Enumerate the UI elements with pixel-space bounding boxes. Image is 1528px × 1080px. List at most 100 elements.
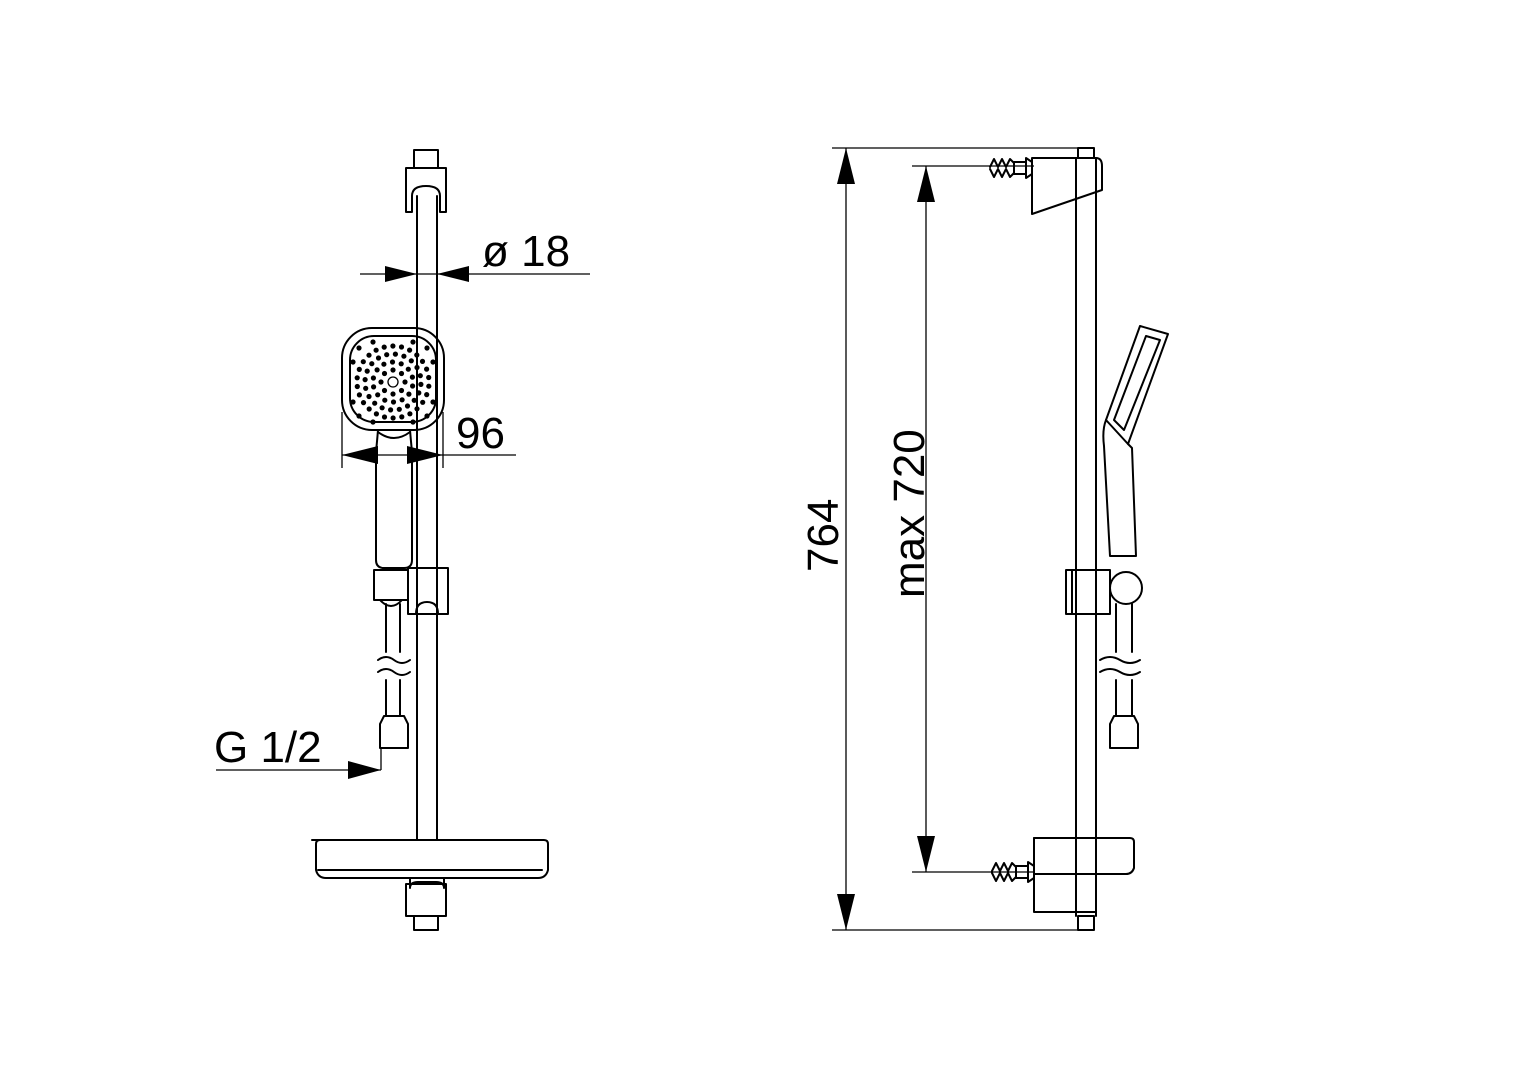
nozzle (410, 383, 416, 389)
front-hose (377, 603, 411, 749)
nozzle (381, 387, 388, 394)
side-top-bracket (1031, 157, 1103, 215)
nozzle (399, 397, 405, 403)
nozzle (370, 375, 376, 381)
nozzle (390, 391, 396, 397)
label-bar-diameter: ø 18 (482, 227, 570, 276)
nozzle (388, 407, 394, 413)
label-shower-width: 96 (456, 409, 505, 458)
label-max-adjustment: max 720 (885, 429, 934, 598)
side-slide-bar (1075, 157, 1097, 917)
nozzle (350, 399, 356, 405)
nozzle (401, 353, 407, 359)
nozzle (426, 383, 432, 389)
nozzle (414, 352, 420, 358)
nozzle (350, 359, 356, 365)
nozzle (405, 366, 411, 372)
nozzle (409, 374, 415, 380)
nozzle (424, 366, 430, 372)
nozzle (381, 414, 388, 420)
nozzle (390, 367, 396, 373)
nozzle (398, 361, 404, 367)
dim-shower-width: 96 (341, 409, 516, 468)
nozzle (378, 379, 384, 385)
dim-max-adjustment: max 720 (885, 165, 1034, 873)
nozzle (366, 393, 372, 400)
nozzle (360, 359, 366, 365)
front-hose-nut (379, 715, 409, 749)
nozzle (407, 347, 413, 353)
nozzle (398, 370, 405, 377)
nozzle (381, 344, 387, 350)
nozzle (407, 411, 413, 417)
nozzle (375, 392, 381, 398)
nozzle (399, 414, 405, 420)
nozzle (373, 411, 379, 417)
front-hand-shower (341, 327, 445, 569)
side-top-cap (1077, 147, 1095, 159)
nozzle (408, 358, 414, 364)
nozzle (424, 345, 430, 351)
nozzle (356, 392, 362, 398)
side-view: 764 max 720 (799, 147, 1169, 931)
nozzle (414, 364, 420, 371)
nozzle (410, 339, 416, 345)
nozzle (406, 391, 412, 397)
nozzle (384, 352, 390, 358)
nozzle (372, 400, 378, 406)
nozzle (398, 344, 405, 350)
side-hose-nut (1109, 715, 1139, 749)
front-view: ø 18 96 (214, 149, 590, 931)
nozzle-pattern (350, 339, 436, 425)
front-soap-shelf (311, 839, 549, 889)
side-top-screw (989, 157, 1033, 179)
nozzle (366, 352, 372, 358)
nozzle (396, 406, 402, 412)
nozzle (402, 379, 408, 385)
nozzle (404, 403, 411, 409)
nozzle (416, 390, 422, 396)
nozzle (424, 413, 430, 419)
front-bottom-cap (405, 883, 447, 931)
nozzle (373, 347, 379, 353)
nozzle (424, 392, 430, 398)
front-top-bracket (405, 167, 447, 213)
nozzle (411, 397, 417, 403)
side-bottom-bracket (1033, 837, 1135, 913)
side-shower-handle (1102, 419, 1137, 557)
nozzle (369, 361, 375, 367)
nozzle (390, 399, 397, 405)
nozzle (356, 413, 362, 419)
nozzle (379, 405, 385, 411)
side-hose (1099, 603, 1141, 749)
nozzle (382, 397, 388, 403)
nozzle (426, 374, 432, 381)
dim-bar-diameter: ø 18 (360, 227, 590, 282)
side-hand-shower (1102, 325, 1169, 557)
nozzle (430, 399, 436, 405)
side-shower-holder (1065, 569, 1143, 615)
nozzle (364, 368, 370, 374)
nozzle (418, 381, 424, 387)
nozzle (381, 361, 387, 367)
dim-hose-connection: G 1/2 (214, 723, 382, 779)
nozzle (362, 377, 368, 383)
front-slide-bar (416, 195, 438, 841)
nozzle (363, 385, 369, 391)
nozzle (356, 366, 362, 372)
nozzle (370, 339, 376, 345)
nozzle (389, 359, 396, 365)
side-bottom-cap (1077, 915, 1095, 931)
nozzle (417, 373, 423, 379)
front-top-cap (413, 149, 439, 169)
nozzle (354, 383, 360, 390)
nozzle (370, 419, 376, 425)
nozzle (375, 355, 382, 361)
nozzle (381, 370, 388, 377)
nozzle-center (387, 376, 399, 388)
nozzle (360, 400, 367, 406)
nozzle (374, 367, 380, 373)
front-shower-handle (375, 451, 413, 569)
nozzle (366, 406, 372, 412)
